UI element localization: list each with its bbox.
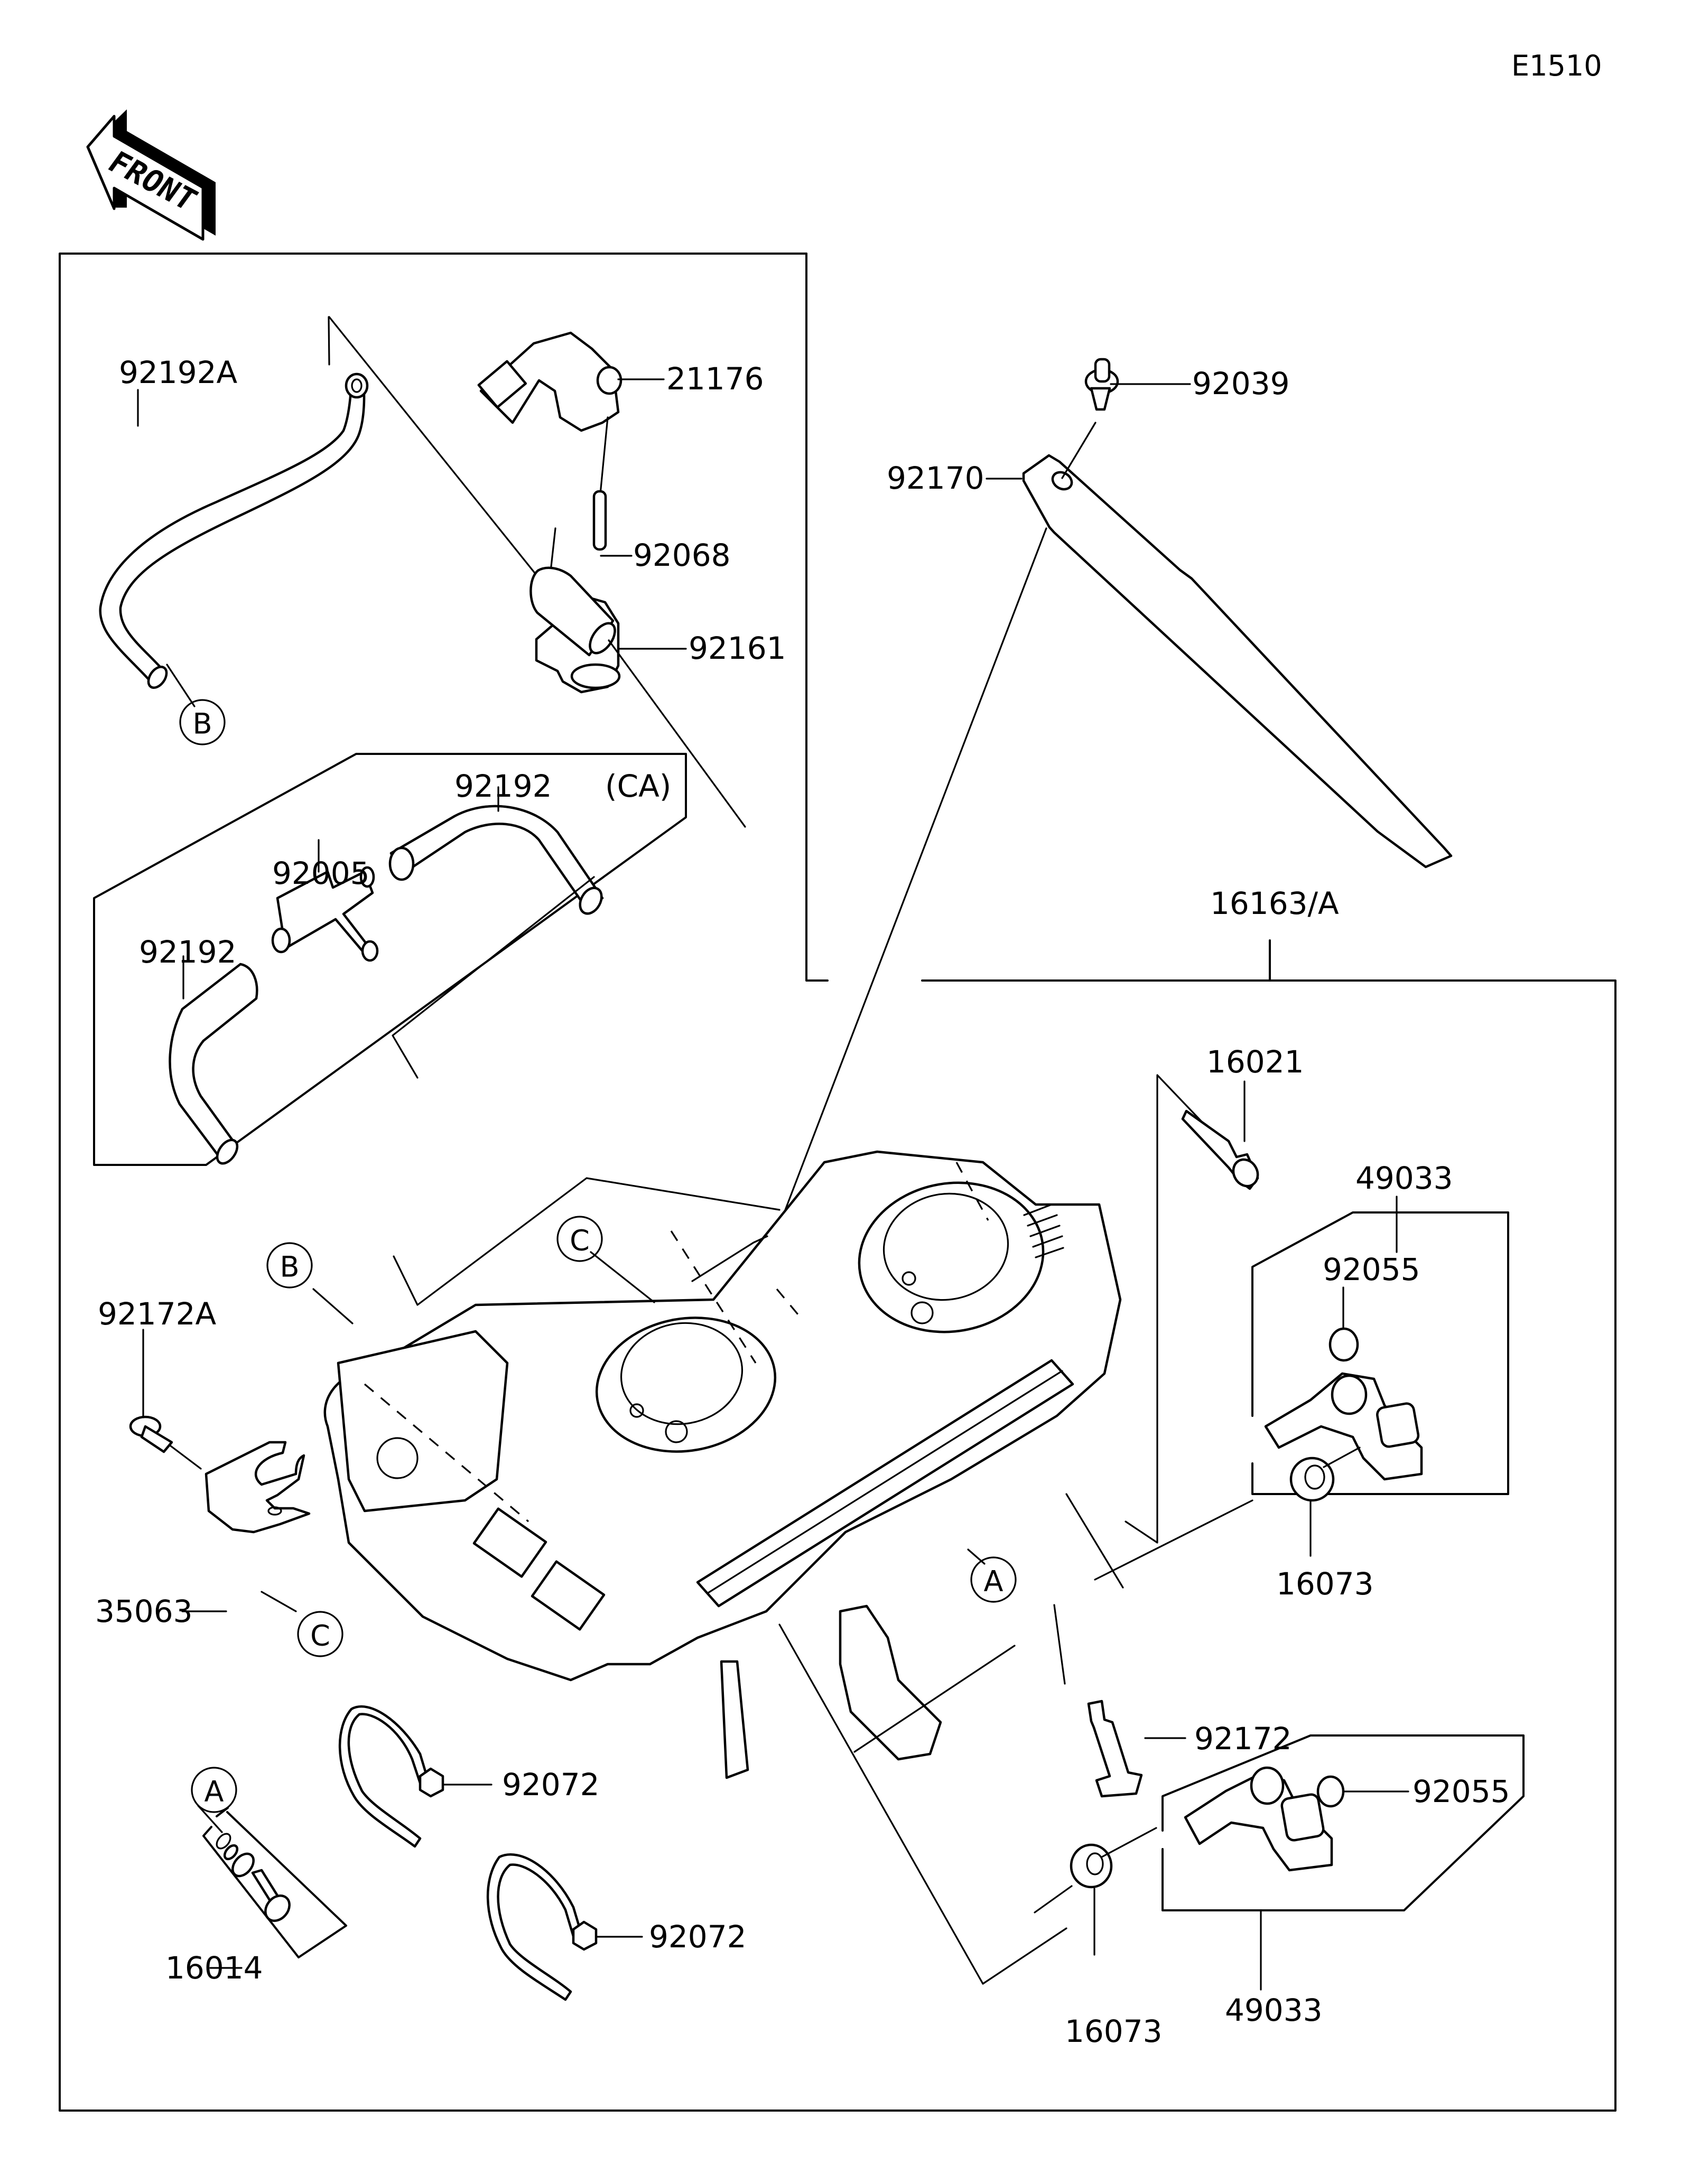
oring-92055-lower xyxy=(1316,1775,1345,1808)
assembly-frame xyxy=(59,253,1616,2112)
throttle-body-16163 xyxy=(323,1150,1122,1779)
part-label-92055-upper[interactable]: 92055 xyxy=(1323,1252,1420,1287)
svg-text:B: B xyxy=(192,707,212,741)
diagram-code: E1510 xyxy=(1511,49,1602,82)
part-label-16073-upper[interactable]: 16073 xyxy=(1276,1566,1374,1602)
bracket-35063 xyxy=(205,1441,311,1534)
oring-92055-upper xyxy=(1328,1327,1359,1362)
part-label-16014[interactable]: 16014 xyxy=(165,1950,263,1986)
cable-tie-92072-lower xyxy=(486,1853,598,2001)
sensor-21176 xyxy=(477,331,622,432)
hose-92192-upper xyxy=(388,805,604,915)
variant-note: (CA) xyxy=(605,768,671,804)
svg-text:A: A xyxy=(205,1775,224,1808)
part-label-92192A[interactable]: 92192A xyxy=(119,354,238,390)
svg-text:C: C xyxy=(570,1224,590,1257)
part-label-92192-upper[interactable]: 92192 xyxy=(454,768,552,804)
part-label-35063[interactable]: 35063 xyxy=(95,1593,193,1629)
part-label-16163A[interactable]: 16163/A xyxy=(1210,885,1339,921)
ref-marker-b-hose[interactable]: B xyxy=(179,699,226,745)
cable-tie-92072-upper xyxy=(338,1705,444,1848)
injector-49033-lower xyxy=(1184,1766,1333,1872)
part-label-21176[interactable]: 21176 xyxy=(666,361,764,397)
ref-marker-c-bracket[interactable]: C xyxy=(297,1611,343,1657)
part-label-92170[interactable]: 92170 xyxy=(887,460,984,496)
ref-marker-b-body[interactable]: B xyxy=(266,1242,313,1289)
cap-92068 xyxy=(529,566,616,657)
part-label-92161[interactable]: 92161 xyxy=(689,630,786,666)
hose-92192-lower xyxy=(169,963,258,1165)
screw-set-16014 xyxy=(216,1833,291,1922)
part-label-92172A[interactable]: 92172A xyxy=(98,1296,217,1332)
part-label-16073-lower[interactable]: 16073 xyxy=(1065,2013,1163,2049)
screw-16021 xyxy=(1181,1109,1259,1190)
hose-92192A xyxy=(99,372,369,689)
seal-16073-upper xyxy=(1289,1457,1335,1502)
ref-marker-c-body[interactable]: C xyxy=(556,1216,603,1262)
svg-text:C: C xyxy=(310,1619,330,1653)
ref-marker-a-kit[interactable]: A xyxy=(191,1767,237,1813)
part-label-92005[interactable]: 92005 xyxy=(272,855,370,891)
part-label-92172[interactable]: 92172 xyxy=(1194,1721,1292,1757)
svg-text:A: A xyxy=(984,1565,1004,1598)
part-label-49033-upper[interactable]: 49033 xyxy=(1355,1160,1453,1196)
seal-16073-lower xyxy=(1070,1843,1113,1889)
part-label-49033-lower[interactable]: 49033 xyxy=(1225,1992,1323,2028)
part-label-92072-upper[interactable]: 92072 xyxy=(502,1767,600,1803)
part-label-92072-lower[interactable]: 92072 xyxy=(649,1919,747,1955)
part-label-92192-lower[interactable]: 92192 xyxy=(139,934,237,970)
front-arrow-icon: FRONT xyxy=(86,109,216,241)
part-label-92055-lower[interactable]: 92055 xyxy=(1413,1774,1510,1809)
injector-49033-upper xyxy=(1264,1372,1423,1481)
part-label-92039[interactable]: 92039 xyxy=(1192,366,1290,402)
bolt-92172A xyxy=(129,1415,173,1453)
strap-92170 xyxy=(1022,454,1453,869)
ref-marker-a-body[interactable]: A xyxy=(970,1556,1017,1603)
t-fitting-92005 xyxy=(271,866,379,962)
bolt-92172 xyxy=(1087,1700,1143,1798)
part-label-92068[interactable]: 92068 xyxy=(633,537,731,573)
clip-92039 xyxy=(1084,358,1119,411)
part-label-16021[interactable]: 16021 xyxy=(1206,1044,1304,1080)
svg-text:B: B xyxy=(280,1250,299,1284)
